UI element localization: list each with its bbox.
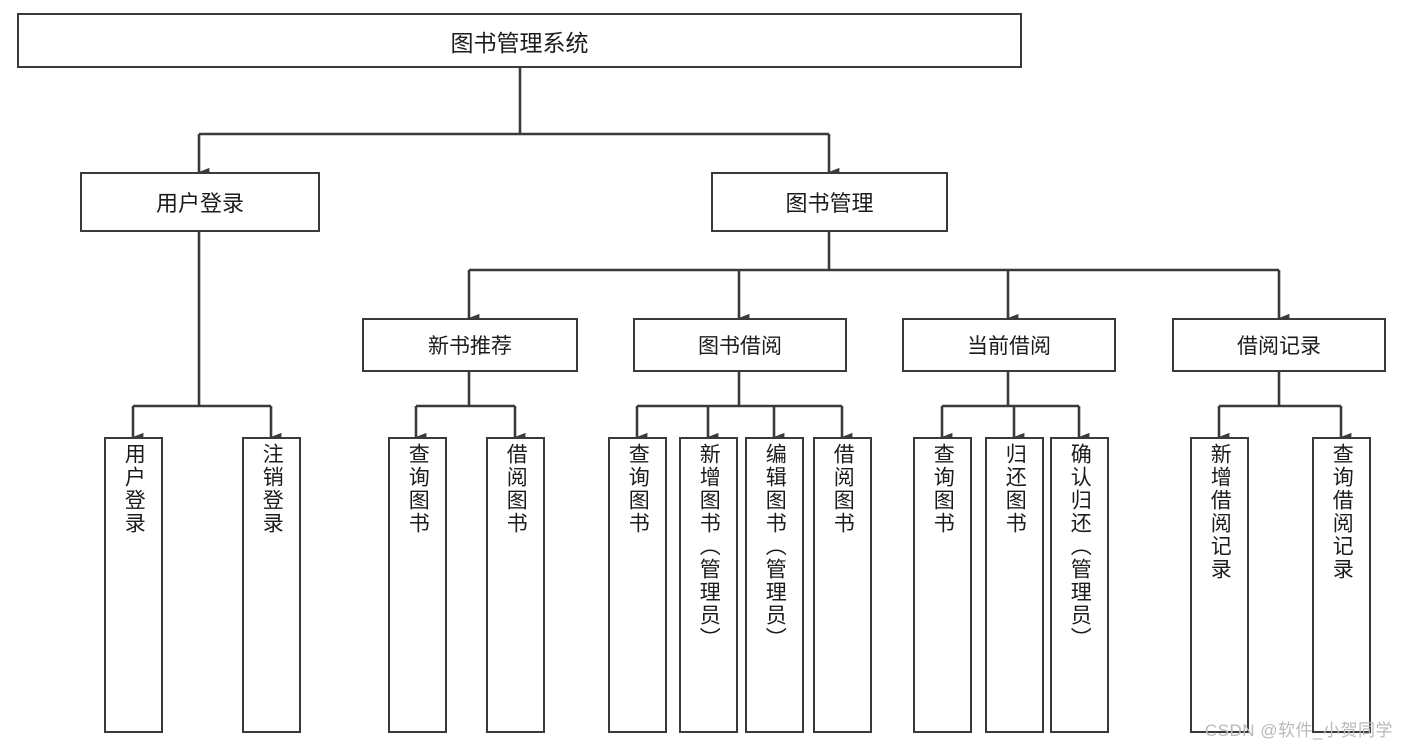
leaf-node-1[interactable]: 注销登录 <box>242 437 301 733</box>
level2-node-0[interactable]: 新书推荐 <box>362 318 578 372</box>
level1-node-0[interactable]: 用户登录 <box>80 172 320 232</box>
level2-node-3[interactable]: 借阅记录 <box>1172 318 1386 372</box>
node-label: 当前借阅 <box>967 335 1051 358</box>
node-label: 归还图书 <box>1003 443 1027 535</box>
node-label: 图书借阅 <box>698 335 782 358</box>
edge-paths <box>131 68 1352 442</box>
node-label: 编辑图书（管理员） <box>763 443 787 650</box>
node-label: 注销登录 <box>260 443 284 535</box>
level2-node-2[interactable]: 当前借阅 <box>902 318 1116 372</box>
leaf-node-3[interactable]: 借阅图书 <box>486 437 545 733</box>
node-label: 借阅图书 <box>504 443 528 535</box>
leaf-node-2[interactable]: 查询图书 <box>388 437 447 733</box>
node-label: 图书管理系统 <box>450 29 589 56</box>
leaf-node-8[interactable]: 查询图书 <box>913 437 972 733</box>
level2-node-1[interactable]: 图书借阅 <box>633 318 847 372</box>
leaf-node-11[interactable]: 新增借阅记录 <box>1190 437 1249 733</box>
leaf-node-7[interactable]: 借阅图书 <box>813 437 872 733</box>
node-label: 确认归还（管理员） <box>1068 443 1092 650</box>
leaf-node-6[interactable]: 编辑图书（管理员） <box>745 437 804 733</box>
node-label: 新增借阅记录 <box>1208 443 1232 581</box>
leaf-node-5[interactable]: 新增图书（管理员） <box>679 437 738 733</box>
node-label: 图书管理 <box>785 191 874 216</box>
node-label: 借阅图书 <box>831 443 855 535</box>
node-label: 查询图书 <box>406 443 430 535</box>
leaf-node-0[interactable]: 用户登录 <box>104 437 163 733</box>
leaf-node-12[interactable]: 查询借阅记录 <box>1312 437 1371 733</box>
node-label: 借阅记录 <box>1237 335 1321 358</box>
node-label: 新书推荐 <box>428 335 512 358</box>
node-label: 新增图书（管理员） <box>697 443 721 650</box>
leaf-node-9[interactable]: 归还图书 <box>985 437 1044 733</box>
leaf-node-4[interactable]: 查询图书 <box>608 437 667 733</box>
node-label: 查询图书 <box>931 443 955 535</box>
level1-node-1[interactable]: 图书管理 <box>711 172 948 232</box>
watermark-label: CSDN @软件_小贺同学 <box>1204 721 1393 740</box>
node-label: 查询图书 <box>626 443 650 535</box>
node-label: 用户登录 <box>155 191 244 216</box>
node-label: 用户登录 <box>122 443 146 535</box>
leaf-node-10[interactable]: 确认归还（管理员） <box>1050 437 1109 733</box>
root-node-book-management-system[interactable]: 图书管理系统 <box>17 13 1022 68</box>
node-label: 查询借阅记录 <box>1330 443 1354 581</box>
